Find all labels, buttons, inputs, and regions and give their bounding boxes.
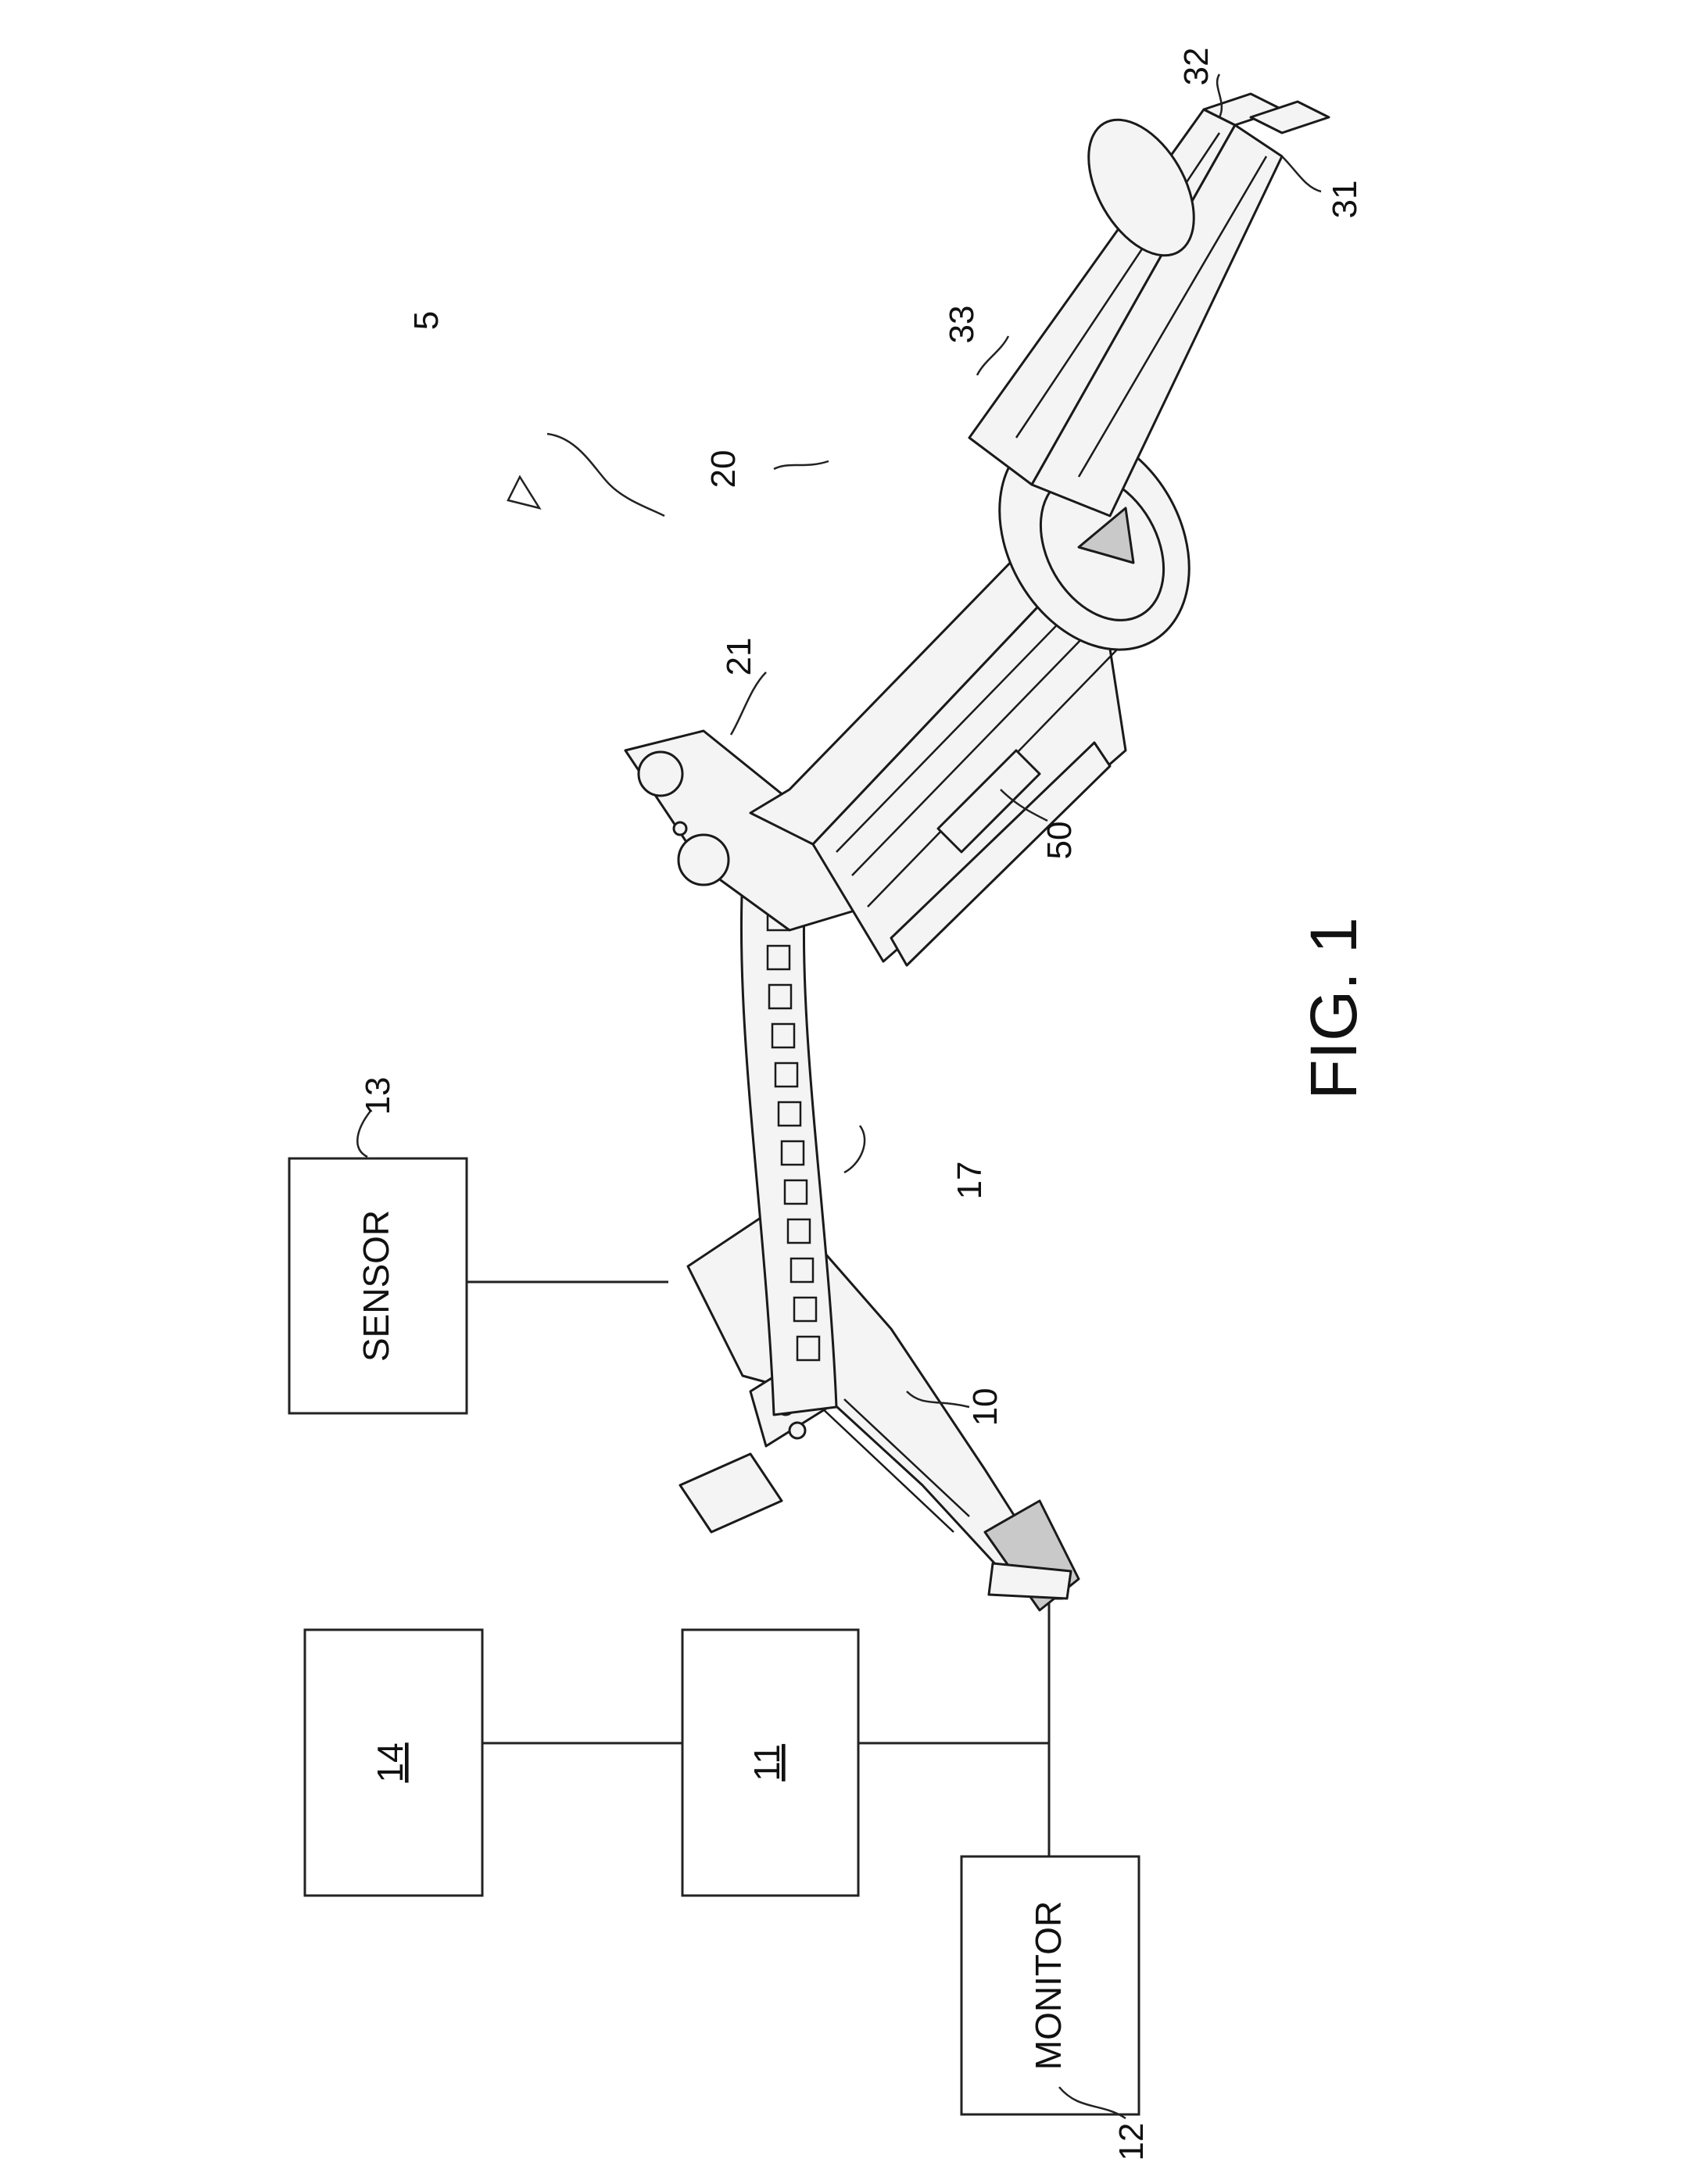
reference-numerals: 13 12 10 17 50 21 20 33 32 31 5 [359,48,1364,2161]
ref-33: 33 [943,306,981,344]
ref-12: 12 [1112,2123,1151,2161]
block-11: 11 [682,1630,858,1896]
monitor-label: MONITOR [1028,1901,1069,2070]
block-11-label: 11 [747,1744,787,1781]
ref-21: 21 [720,638,758,676]
ref-17: 17 [951,1162,989,1200]
ref-32: 32 [1177,48,1216,86]
leader-21 [731,672,766,735]
ref-13: 13 [359,1077,397,1115]
block-14: 14 [305,1630,482,1896]
block-sensor: SENSOR [289,1158,467,1413]
leader-13 [357,1110,371,1157]
ref-20: 20 [704,450,743,489]
figure-title: FIG. 1 [1297,917,1370,1099]
sensor-label: SENSOR [356,1210,396,1362]
block-monitor: MONITOR [961,1856,1139,2114]
ref-31: 31 [1326,181,1364,219]
ref-10: 10 [966,1388,1004,1427]
leader-17 [844,1126,865,1173]
arrowhead-5 [508,477,539,508]
leader-33 [977,336,1008,375]
leader-31 [1282,156,1321,192]
leader-20 [774,461,829,469]
base-unit [680,1204,1079,1610]
leader-5 [547,434,664,516]
ref-5: 5 [407,311,446,330]
telescoping-arms [969,94,1329,516]
block-14-label: 14 [370,1742,410,1782]
ref-50: 50 [1040,822,1079,860]
